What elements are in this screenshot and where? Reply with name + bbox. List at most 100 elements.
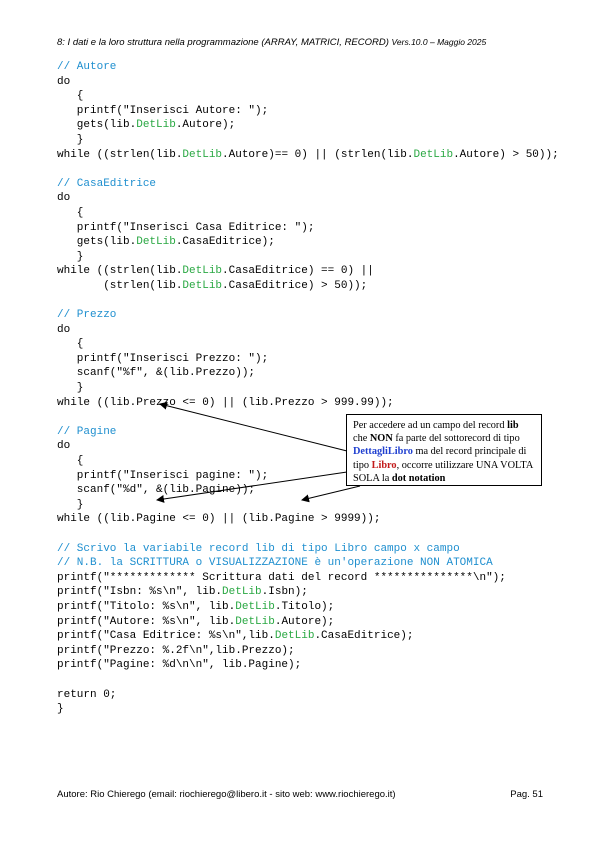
code-text: .CasaEditrice); — [175, 236, 275, 249]
code-line: // Scrivo la variabile record lib di tip… — [57, 542, 559, 557]
code-field-highlight: DetLib — [235, 615, 275, 628]
code-text: printf("Casa Editrice: %s\n",lib. — [57, 630, 275, 643]
arrow-to-prezzo — [159, 401, 348, 452]
code-line: printf("Titolo: %s\n", lib.DetLib.Titolo… — [57, 600, 559, 615]
code-line: // CasaEditrice — [57, 177, 559, 192]
code-text: { — [57, 455, 84, 468]
callout-text: DettagliLibro — [353, 446, 413, 458]
code-text: } — [57, 382, 84, 395]
code-text: do — [57, 323, 71, 336]
code-line: printf("Casa Editrice: %s\n",lib.DetLib.… — [57, 629, 559, 644]
code-text: printf("Titolo: %s\n", lib. — [57, 600, 236, 613]
code-text: do — [57, 75, 71, 88]
code-text: printf("Inserisci Autore: "); — [57, 104, 269, 117]
code-text: } — [57, 133, 84, 146]
code-line: { — [57, 206, 559, 221]
code-field-highlight: DetLib — [182, 148, 223, 161]
code-comment: // Prezzo — [57, 309, 117, 322]
code-comment: // CasaEditrice — [57, 177, 157, 190]
code-text: } — [57, 498, 84, 511]
code-line: } — [57, 702, 559, 717]
footer-page-number: Pag. 51 — [510, 789, 543, 800]
code-text: return 0; — [57, 688, 117, 701]
code-text: scanf("%d", &(lib.Pagine)); — [57, 484, 256, 497]
code-line: do — [57, 439, 559, 454]
code-line: // Pagine — [57, 425, 559, 440]
code-text: while ((lib.Prezzo <= 0) || (lib.Prezzo … — [57, 396, 394, 409]
code-line: while ((lib.Pagine <= 0) || (lib.Pagine … — [57, 512, 559, 527]
code-line: printf("Pagine: %d\n\n", lib.Pagine); — [57, 658, 559, 673]
code-field-highlight: DetLib — [413, 148, 454, 161]
code-text: while ((strlen(lib. — [57, 265, 183, 278]
code-text: while ((strlen(lib. — [57, 148, 183, 161]
code-line: scanf("%d", &(lib.Pagine)); — [57, 483, 559, 498]
code-text: (strlen(lib. — [57, 279, 183, 292]
code-text: .CasaEditrice) > 50)); — [222, 279, 368, 292]
code-text: printf("Isbn: %s\n", lib. — [57, 586, 223, 599]
code-line: gets(lib.DetLib.Autore); — [57, 118, 559, 133]
code-line: printf("Inserisci Autore: "); — [57, 104, 559, 119]
page-header: 8: I dati e la loro struttura nella prog… — [57, 37, 486, 48]
code-line: printf("Autore: %s\n", lib.DetLib.Autore… — [57, 615, 559, 630]
code-line: do — [57, 75, 559, 90]
code-line: scanf("%f", &(lib.Prezzo)); — [57, 366, 559, 381]
code-line: while ((lib.Prezzo <= 0) || (lib.Prezzo … — [57, 396, 559, 411]
header-version: Vers.10.0 – Maggio 2025 — [391, 37, 487, 47]
callout-text: dot notation — [391, 472, 446, 484]
code-line: do — [57, 323, 559, 338]
footer-author: Autore: Rio Chierego (email: riochierego… — [57, 789, 396, 800]
callout-text: Per accedere ad un campo del record — [353, 420, 508, 431]
code-line: // Autore — [57, 60, 559, 75]
callout-text: che — [353, 433, 370, 445]
code-text: .CasaEditrice); — [314, 630, 414, 643]
callout-text: Libro — [371, 459, 397, 471]
code-text: } — [57, 250, 84, 263]
code-line: while ((strlen(lib.DetLib.Autore)== 0) |… — [57, 148, 559, 163]
callout-text: NON — [369, 433, 393, 445]
code-line: (strlen(lib.DetLib.CasaEditrice) > 50)); — [57, 279, 559, 294]
code-text: .CasaEditrice) == 0) || — [222, 265, 374, 278]
code-line: { — [57, 454, 559, 469]
code-line: do — [57, 191, 559, 206]
code-field-highlight: DetLib — [136, 236, 176, 249]
code-text: printf("Inserisci Casa Editrice: "); — [57, 221, 315, 234]
header-title: 8: I dati e la loro struttura nella prog… — [57, 37, 389, 48]
code-field-highlight: DetLib — [274, 630, 315, 643]
code-text: } — [57, 703, 64, 716]
code-text: .Autore); — [274, 615, 335, 628]
code-text: printf("Pagine: %d\n\n", lib.Pagine); — [57, 659, 302, 672]
code-text: .Autore); — [175, 119, 236, 132]
code-field-highlight: DetLib — [136, 119, 176, 132]
code-line: printf("Inserisci Prezzo: "); — [57, 352, 559, 367]
code-line: printf("************* Scrittura dati del… — [57, 571, 559, 586]
code-text: .Autore)== 0) || (strlen(lib. — [222, 148, 414, 161]
code-field-highlight: DetLib — [222, 586, 262, 599]
code-line: // Prezzo — [57, 308, 559, 323]
code-text: { — [57, 206, 84, 219]
code-line: // N.B. la SCRITTURA o VISUALIZZAZIONE è… — [57, 556, 559, 571]
code-text: printf("Prezzo: %.2f\n",lib.Prezzo); — [57, 644, 295, 657]
code-field-highlight: DetLib — [182, 279, 223, 292]
code-text: .Isbn); — [261, 586, 308, 599]
code-text: scanf("%f", &(lib.Prezzo)); — [57, 367, 256, 380]
callout-text: fa parte del sottorecord di tipo — [392, 433, 520, 445]
code-text: { — [57, 90, 84, 103]
code-text: do — [57, 440, 71, 453]
code-field-highlight: DetLib — [182, 265, 223, 278]
code-line: while ((strlen(lib.DetLib.CasaEditrice) … — [57, 264, 559, 279]
callout-text: lib — [507, 420, 519, 431]
code-text: do — [57, 192, 71, 205]
callout-text: , occorre utilizzare UNA VOLTA SOLA la — [353, 459, 533, 484]
arrow-to-pagine-end — [301, 485, 361, 503]
code-text: printf("Inserisci pagine: "); — [57, 469, 269, 482]
code-line: printf("Prezzo: %.2f\n",lib.Prezzo); — [57, 644, 559, 659]
code-comment: // N.B. la SCRITTURA o VISUALIZZAZIONE è… — [57, 557, 493, 570]
code-text: .Titolo); — [274, 600, 335, 613]
code-line: } — [57, 498, 559, 513]
code-text: printf("Autore: %s\n", lib. — [57, 615, 236, 628]
arrow-to-pagine-start — [156, 471, 348, 503]
code-text: gets(lib. — [57, 119, 137, 132]
code-text: printf("Inserisci Prezzo: "); — [57, 352, 269, 365]
